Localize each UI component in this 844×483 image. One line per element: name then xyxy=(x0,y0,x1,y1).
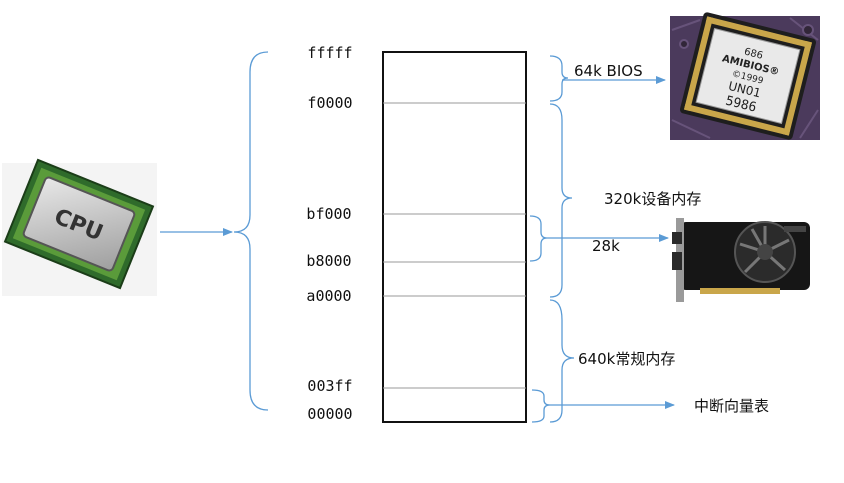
label-64k-bios: 64k BIOS xyxy=(574,62,643,80)
label-640k-conventional: 640k常规内存 xyxy=(578,350,675,368)
bios-brace xyxy=(549,55,569,102)
cpu-chip-icon: CPU xyxy=(2,158,157,296)
device-memory-brace xyxy=(549,103,573,298)
memory-column xyxy=(382,51,527,423)
label-28k: 28k xyxy=(592,237,620,255)
bios-chip-icon: 686 AMIBIOS® ©1999 UN01 5986 xyxy=(670,12,820,140)
address-f0000: f0000 xyxy=(307,94,352,112)
address-bf000: bf000 xyxy=(306,205,351,223)
bios-chip-line5: 5986 xyxy=(724,94,758,116)
video-memory-brace xyxy=(529,215,548,262)
ivt-brace xyxy=(531,389,551,423)
address-b8000: b8000 xyxy=(306,252,351,270)
address-003ff: 003ff xyxy=(307,377,352,395)
address-fffff: fffff xyxy=(307,44,352,62)
conventional-memory-brace xyxy=(549,299,575,423)
address-00000: 00000 xyxy=(307,405,352,423)
address-space-brace xyxy=(233,51,269,411)
label-interrupt-vector-table: 中断向量表 xyxy=(694,397,769,415)
graphics-card-icon xyxy=(672,218,810,302)
label-320k-device-memory: 320k设备内存 xyxy=(604,190,701,208)
address-a0000: a0000 xyxy=(306,287,351,305)
bios-chip-line1: 686 xyxy=(743,47,764,62)
memory-dividers xyxy=(383,102,526,389)
